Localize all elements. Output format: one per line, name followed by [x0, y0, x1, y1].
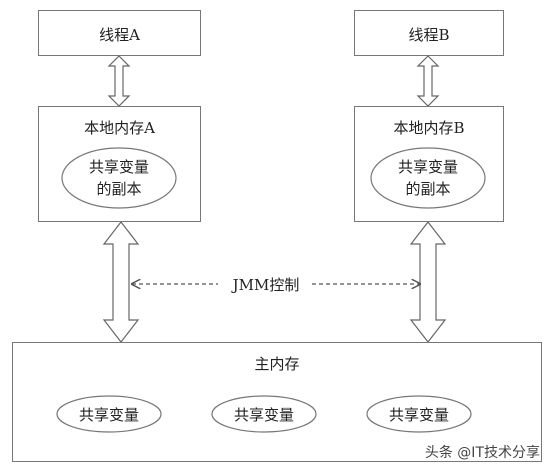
double-arrow-thread-a	[107, 55, 131, 107]
thread-b-box: 线程B	[354, 10, 504, 56]
double-arrow-local-a-main	[102, 221, 140, 343]
shared-var-label-3: 共享变量	[388, 406, 449, 424]
shared-var-ellipse-2	[211, 395, 317, 433]
local-b-copy-line2: 的副本	[405, 180, 451, 198]
shared-var-label-2: 共享变量	[233, 406, 294, 424]
local-memory-a-title: 本地内存A	[84, 119, 155, 137]
thread-b-label: 线程B	[408, 26, 450, 44]
local-a-copy-text: 共享变量 的副本	[62, 156, 176, 200]
shared-var-ellipse-3	[366, 395, 472, 433]
thread-a-box: 线程A	[38, 10, 201, 56]
main-memory-box: 主内存	[12, 342, 542, 462]
local-a-copy-line1: 共享变量	[88, 158, 149, 176]
double-arrow-local-b-main	[409, 221, 447, 343]
thread-a-label: 线程A	[99, 26, 140, 44]
copy-ellipse-a	[61, 147, 177, 209]
local-memory-b-box: 本地内存B	[354, 106, 504, 222]
copy-ellipse-b	[370, 147, 486, 209]
jmm-control-label: JMM控制	[232, 276, 300, 294]
local-b-copy-line1: 共享变量	[397, 158, 458, 176]
local-b-copy-text: 共享变量 的副本	[371, 156, 485, 200]
local-a-copy-line2: 的副本	[96, 180, 142, 198]
local-memory-b-title: 本地内存B	[393, 119, 465, 137]
double-arrow-thread-b	[416, 55, 440, 107]
watermark-text: 头条 @IT技术分享	[424, 445, 540, 461]
shared-var-ellipse-1	[56, 395, 162, 433]
main-memory-title: 主内存	[254, 355, 300, 373]
shared-var-label-1: 共享变量	[78, 406, 139, 424]
local-memory-a-box: 本地内存A	[38, 106, 201, 222]
